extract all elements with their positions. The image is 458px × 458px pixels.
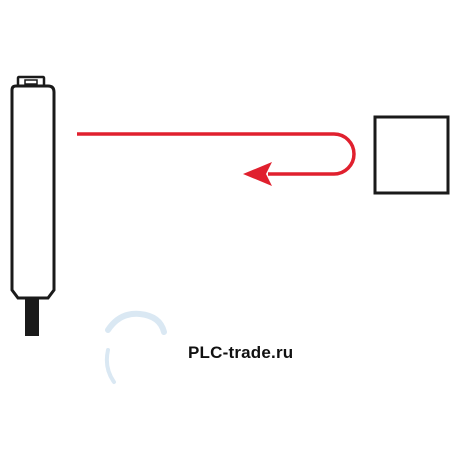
- sensor-housing: [10, 84, 56, 300]
- watermark-logo-icon: [104, 310, 167, 384]
- sensor-cable: [25, 298, 39, 336]
- beam-arrowhead: [243, 162, 272, 186]
- watermark-text: PLC-trade.ru: [188, 343, 294, 362]
- beam-arrow-icon: [77, 132, 356, 186]
- target-object-icon: [373, 115, 450, 195]
- sensor-icon: [10, 75, 56, 336]
- sensor-cap-notch: [24, 79, 38, 85]
- beam-path: [77, 132, 356, 176]
